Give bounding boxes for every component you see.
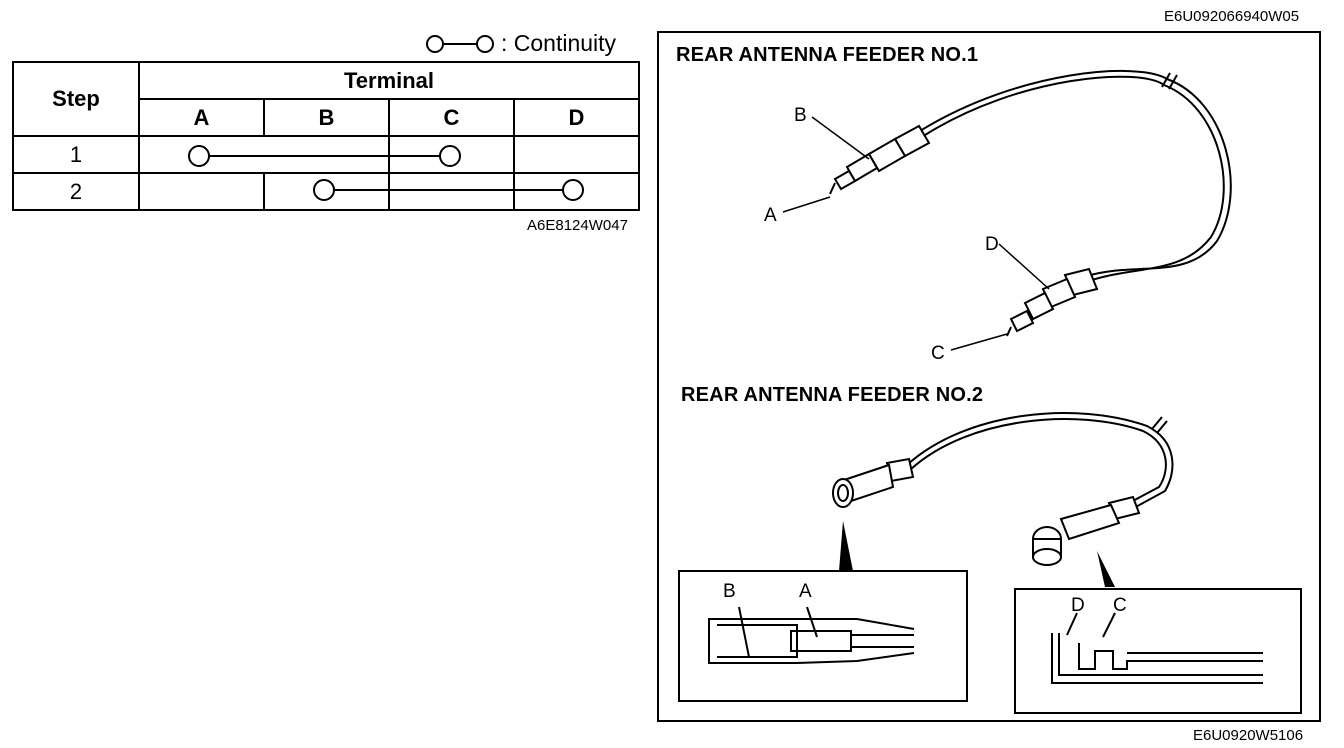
terminal-col-b: B bbox=[263, 98, 390, 137]
continuity-symbol-icon bbox=[426, 34, 494, 53]
label-d: D bbox=[985, 234, 999, 255]
feeder2-right-connector bbox=[1032, 495, 1141, 566]
inset-label-d: D bbox=[1071, 595, 1085, 616]
continuity-table: Step Terminal A B C D 1 2 bbox=[12, 61, 640, 211]
row1-continuity bbox=[188, 145, 461, 167]
table-figure-code: A6E8124W047 bbox=[527, 217, 628, 234]
label-b: B bbox=[794, 105, 807, 126]
feeder1-cable bbox=[919, 69, 1232, 282]
feeder2-cable bbox=[906, 412, 1174, 510]
inset-label-a: A bbox=[799, 581, 812, 602]
right-callout-pointer bbox=[1097, 551, 1115, 587]
feeder2-title: REAR ANTENNA FEEDER NO.2 bbox=[681, 384, 984, 406]
continuity-legend: : Continuity bbox=[425, 30, 616, 57]
feeder1-connector-ab bbox=[829, 124, 931, 195]
feeder1-leaders bbox=[782, 116, 1050, 351]
step-number: 2 bbox=[12, 172, 140, 211]
label-a: A bbox=[764, 205, 777, 226]
antenna-feeder-figure bbox=[657, 31, 1321, 722]
figure-bottom-code: E6U0920W5106 bbox=[1193, 727, 1304, 744]
figure-top-code: E6U092066940W05 bbox=[1164, 8, 1300, 25]
row2-continuity bbox=[313, 179, 584, 201]
table-row: 1 bbox=[12, 135, 640, 174]
inset-label-c: C bbox=[1113, 595, 1127, 616]
terminal-col-c: C bbox=[388, 98, 515, 137]
feeder2-left-inset bbox=[678, 570, 968, 702]
label-c: C bbox=[931, 343, 945, 364]
inset-label-b: B bbox=[723, 581, 736, 602]
left-callout-pointer bbox=[839, 521, 853, 571]
terminal-col-d: D bbox=[513, 98, 640, 137]
continuity-marks bbox=[188, 145, 584, 201]
feeder2-left-connector bbox=[832, 457, 915, 508]
feeder2-right-inset bbox=[1014, 588, 1302, 714]
feeder1-connector-cd bbox=[1006, 267, 1099, 337]
step-number: 1 bbox=[12, 135, 140, 174]
feeder1-title: REAR ANTENNA FEEDER NO.1 bbox=[676, 44, 979, 66]
step-header: Step bbox=[12, 61, 140, 137]
terminal-col-a: A bbox=[138, 98, 265, 137]
feeder-drawings: B A D C B A bbox=[678, 69, 1302, 714]
legend-text: : Continuity bbox=[501, 30, 617, 56]
table-row: 2 bbox=[12, 172, 640, 211]
